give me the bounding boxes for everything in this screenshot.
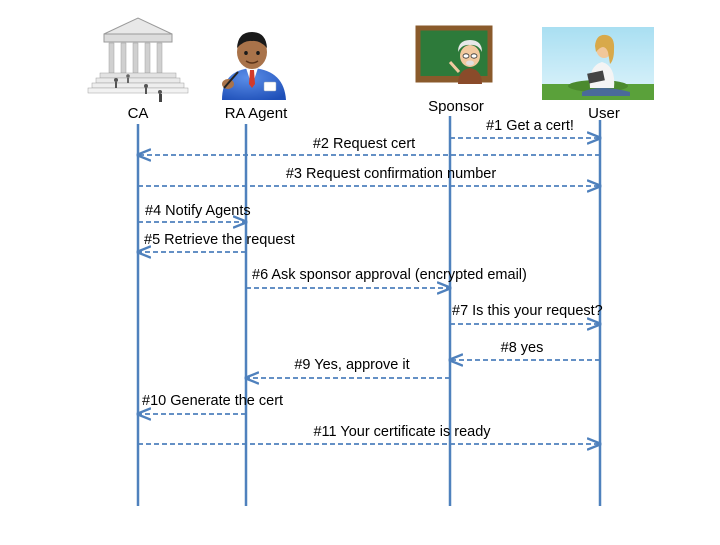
message-label-6: #6 Ask sponsor approval (encrypted email…: [252, 267, 527, 283]
message-label-7: #7 Is this your request?: [452, 303, 603, 319]
ra-agent-icon: [222, 32, 286, 100]
actor-label-user: User: [588, 105, 620, 122]
message-label-10: #10 Generate the cert: [142, 393, 283, 409]
message-label-9: #9 Yes, approve it: [294, 357, 409, 373]
actor-label-sponsor: Sponsor: [428, 98, 484, 115]
actor-label-ra-agent: RA Agent: [225, 105, 288, 122]
message-label-1: #1 Get a cert!: [486, 118, 574, 134]
message-label-8: #8 yes: [501, 340, 544, 356]
message-group: #1 Get a cert! #2 Request cert #3 Request …: [138, 118, 603, 444]
message-label-3: #3 Request confirmation number: [286, 166, 497, 182]
message-label-5: #5 Retrieve the request: [144, 232, 295, 248]
message-label-11: #11 Your certificate is ready: [313, 424, 491, 440]
actor-label-ca: CA: [128, 105, 149, 122]
message-label-4: #4 Notify Agents: [145, 203, 251, 219]
user-photo-icon: [542, 27, 654, 100]
ca-building-icon: [87, 17, 189, 102]
sponsor-teacher-icon: [415, 25, 493, 84]
message-label-2: #2 Request cert: [313, 136, 415, 152]
